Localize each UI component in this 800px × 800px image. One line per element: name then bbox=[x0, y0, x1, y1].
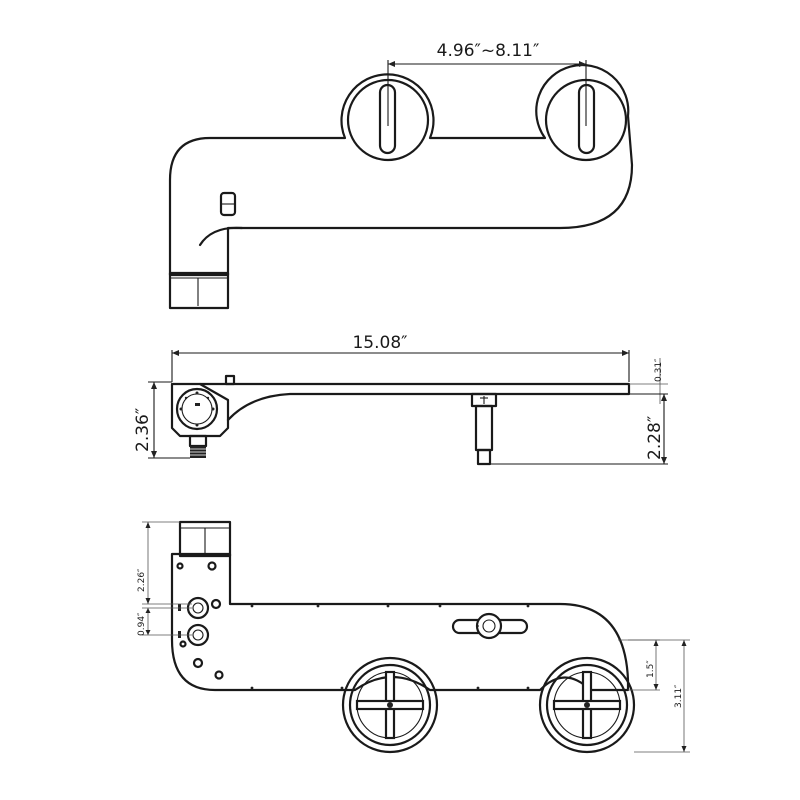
valve-offset-upper-label: 2.26″ bbox=[137, 568, 147, 592]
inlet-height-label: 2.28″ bbox=[645, 416, 665, 460]
top-view-inlet-fitting bbox=[168, 271, 230, 310]
side-view-bottom-fitting bbox=[188, 434, 208, 448]
side-view-valve-dial bbox=[175, 387, 219, 431]
side-view-plate bbox=[198, 382, 631, 422]
top-view-body-outline bbox=[168, 63, 634, 277]
total-length-label: 15.08″ bbox=[352, 333, 407, 353]
left-mount-bracket bbox=[341, 656, 439, 754]
nozzle-offset-label: 1.5″ bbox=[646, 660, 656, 678]
bracket-offset-label: 3.11″ bbox=[674, 684, 684, 708]
top-view: 4.96″~8.11″ bbox=[168, 41, 634, 310]
nozzle bbox=[475, 612, 503, 640]
slot-spacing-label: 4.96″~8.11″ bbox=[437, 41, 540, 61]
bottom-view-body-outline bbox=[170, 552, 630, 692]
top-view-elbow-curve bbox=[198, 226, 244, 247]
valve-offset-lower-label: 0.94″ bbox=[137, 612, 147, 636]
side-view-housing bbox=[170, 382, 230, 438]
right-mount-bracket bbox=[538, 656, 636, 754]
bottom-view-top-fitting bbox=[178, 520, 232, 558]
body-height-label: 2.36″ bbox=[133, 408, 153, 452]
plate-thickness-label: 0.31″ bbox=[654, 358, 664, 382]
side-view: 15.08″ 0.31″ 2.36″ 2.28″ bbox=[133, 333, 668, 466]
bottom-view: 2.26″ 0.94″ 1.5″ 3.11″ bbox=[137, 520, 690, 754]
